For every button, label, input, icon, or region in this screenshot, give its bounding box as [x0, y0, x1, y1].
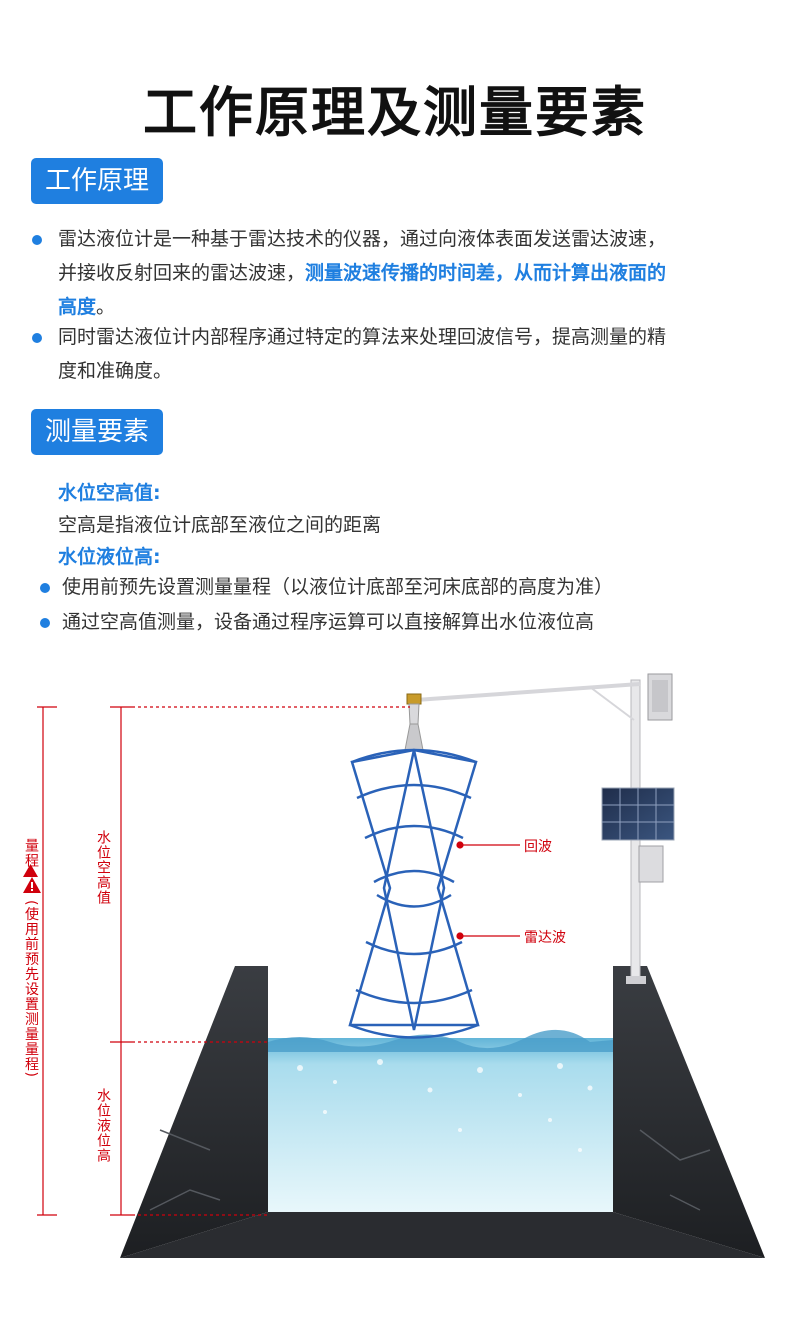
principle-line-2: 并接收反射回来的雷达波速，测量波速传播的时间差，从而计算出液面的 [58, 262, 667, 284]
bullet-dot [32, 235, 42, 245]
warning-icon [23, 864, 38, 877]
radar-sensor [404, 693, 424, 751]
principle-line-3: 高度。 [58, 296, 116, 318]
water-body [268, 1038, 613, 1212]
air-gap-text: 空高是指液位计底部至液位之间的距离 [58, 514, 382, 536]
section-badge-elements: 测量要素 [31, 409, 164, 455]
level-bullet-2: 通过空高值测量，设备通过程序运算可以直接解算出水位液位高 [62, 611, 595, 633]
air-gap-heading: 水位空高值: [58, 482, 161, 504]
bullet-dot [32, 333, 42, 343]
riverbed-rock [120, 966, 765, 1258]
callout-lines [456, 841, 520, 940]
range-label: 量程 [23, 838, 39, 868]
principle-line-1: 雷达液位计是一种基于雷达技术的仪器，通过向液体表面发送雷达波速， [58, 228, 667, 250]
principle-paragraph-2: 同时雷达液位计内部程序通过特定的算法来处理回波信号，提高测量的精 度和准确度。 [58, 326, 667, 382]
radar-diagram [23, 673, 765, 1258]
solar-panel [601, 787, 675, 883]
water-surface [268, 1029, 613, 1052]
dimension-lines [37, 706, 410, 1216]
level-bullet-1: 使用前预先设置测量量程（以液位计底部至河床底部的高度为准） [62, 576, 614, 598]
radar-wave-pattern [348, 748, 480, 1039]
principle-highlight: 测量波速传播的时间差，从而计算出液面的 [305, 262, 667, 284]
level-heading: 水位液位高: [58, 546, 161, 568]
bullet-dot [40, 583, 50, 593]
warning-icon [22, 876, 42, 894]
radar-wave-label: 雷达波 [524, 930, 566, 946]
air-gap-label: 水位空高值 [95, 830, 111, 905]
page-title: 工作原理及测量要素 [143, 81, 647, 144]
principle-paragraph-1: 雷达液位计是一种基于雷达技术的仪器，通过向液体表面发送雷达波速， 并接收反射回来… [58, 222, 758, 324]
echo-label: 回波 [524, 839, 552, 855]
level-label: 水位液位高 [95, 1088, 111, 1163]
section-badge-principle: 工作原理 [31, 158, 164, 204]
range-note: (使用前预先设置测量量程) [23, 900, 39, 1078]
bullet-dot [40, 618, 50, 628]
